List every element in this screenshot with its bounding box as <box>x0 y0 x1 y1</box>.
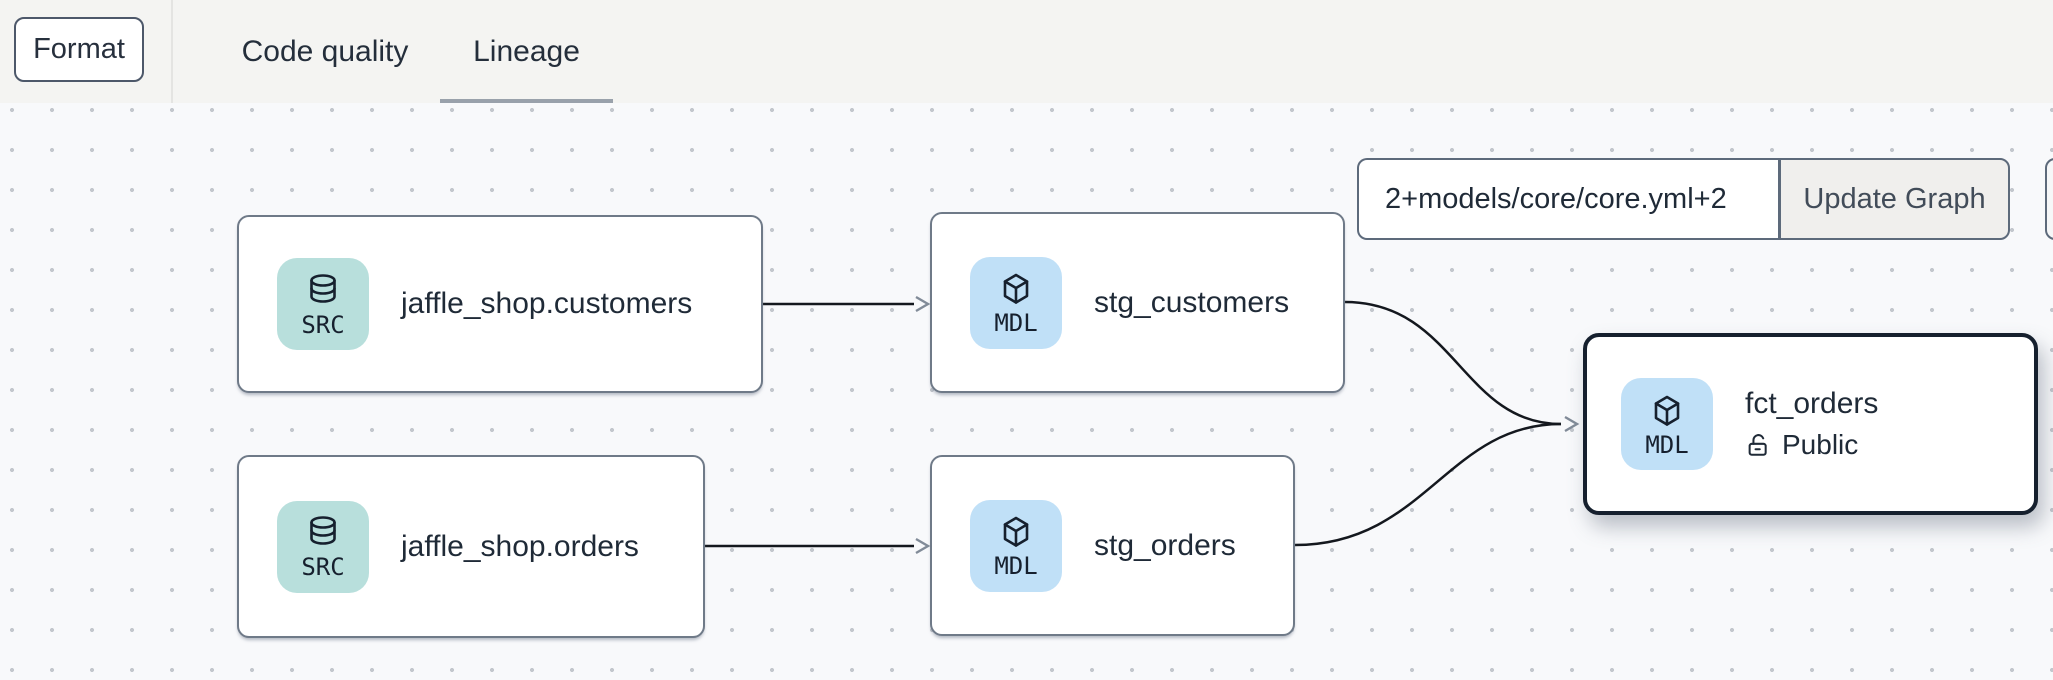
node-jaffle-shop-orders[interactable]: SRC jaffle_shop.orders <box>237 455 705 638</box>
badge-label: MDL <box>1645 430 1689 459</box>
update-graph-button[interactable]: Update Graph <box>1779 158 2010 240</box>
badge-label: SRC <box>301 553 345 581</box>
badge-label: SRC <box>301 310 345 339</box>
model-badge: MDL <box>970 256 1062 349</box>
badge-label: MDL <box>994 309 1038 337</box>
model-badge: MDL <box>1621 378 1713 470</box>
toolbar-divider <box>171 0 173 103</box>
tab-lineage[interactable]: Lineage <box>473 34 580 68</box>
node-label: stg_customers <box>1094 285 1290 319</box>
badge-label: MDL <box>994 552 1038 580</box>
cube-icon <box>1654 395 1680 426</box>
source-badge: SRC <box>277 258 369 350</box>
node-jaffle-shop-customers[interactable]: SRC jaffle_shop.customers <box>237 215 763 393</box>
cutoff-control-button[interactable] <box>2045 158 2053 240</box>
toolbar: Format Code quality Lineage <box>0 0 2053 103</box>
arrowhead-icon <box>915 295 931 313</box>
active-tab-underline <box>440 99 613 103</box>
unlock-icon <box>1748 433 1767 456</box>
tab-code-quality[interactable]: Code quality <box>241 34 409 68</box>
arrowhead-icon <box>1564 415 1580 433</box>
database-icon <box>310 516 336 545</box>
node-fct-orders[interactable]: MDL fct_orders Public <box>1583 333 2038 515</box>
node-label: stg_orders <box>1094 528 1236 562</box>
node-stg-orders[interactable]: MDL stg_orders <box>930 455 1295 636</box>
arrowhead-icon <box>915 537 931 555</box>
database-icon <box>310 273 336 303</box>
node-label: jaffle_shop.orders <box>401 529 639 563</box>
node-label: jaffle_shop.customers <box>401 287 693 320</box>
source-badge: SRC <box>277 500 369 593</box>
model-badge: MDL <box>970 499 1062 592</box>
access-label: Public <box>1782 429 1859 460</box>
edge-stg-orders-to-fct-orders <box>1294 422 1562 547</box>
cube-icon <box>1003 273 1029 304</box>
cube-icon <box>1003 516 1029 547</box>
access-row: Public <box>1745 429 1878 461</box>
edge-stg-customers-to-fct-orders <box>1344 300 1562 426</box>
format-button[interactable]: Format <box>14 17 144 82</box>
lineage-canvas[interactable]: SRC jaffle_shop.customers MDL stg_custom… <box>0 103 2053 680</box>
node-stg-customers[interactable]: MDL stg_customers <box>930 212 1345 393</box>
node-label: fct_orders <box>1745 387 1879 420</box>
graph-selector-input[interactable] <box>1357 158 1779 240</box>
